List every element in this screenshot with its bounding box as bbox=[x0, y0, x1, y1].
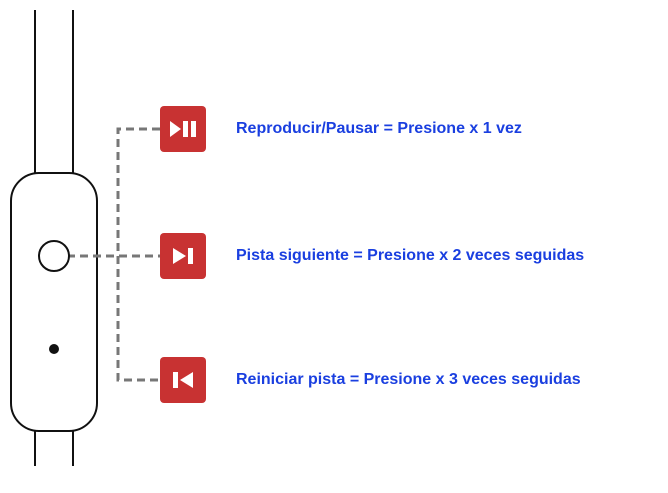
next-track-button bbox=[160, 233, 206, 279]
remote-body bbox=[10, 172, 98, 432]
restart-track-button bbox=[160, 357, 206, 403]
remote-center-button[interactable] bbox=[38, 240, 70, 272]
restart-track-label: Reiniciar pista = Presione x 3 veces seg… bbox=[236, 371, 581, 388]
microphone-dot bbox=[49, 344, 59, 354]
play-pause-icon bbox=[170, 121, 196, 137]
restart-track-icon bbox=[173, 372, 193, 388]
play-pause-button bbox=[160, 106, 206, 152]
next-track-label: Pista siguiente = Presione x 2 veces seg… bbox=[236, 247, 585, 264]
play-pause-label: Reproducir/Pausar = Presione x 1 vez bbox=[236, 120, 522, 137]
connector-play-pause bbox=[116, 127, 160, 382]
next-track-icon bbox=[173, 248, 193, 264]
